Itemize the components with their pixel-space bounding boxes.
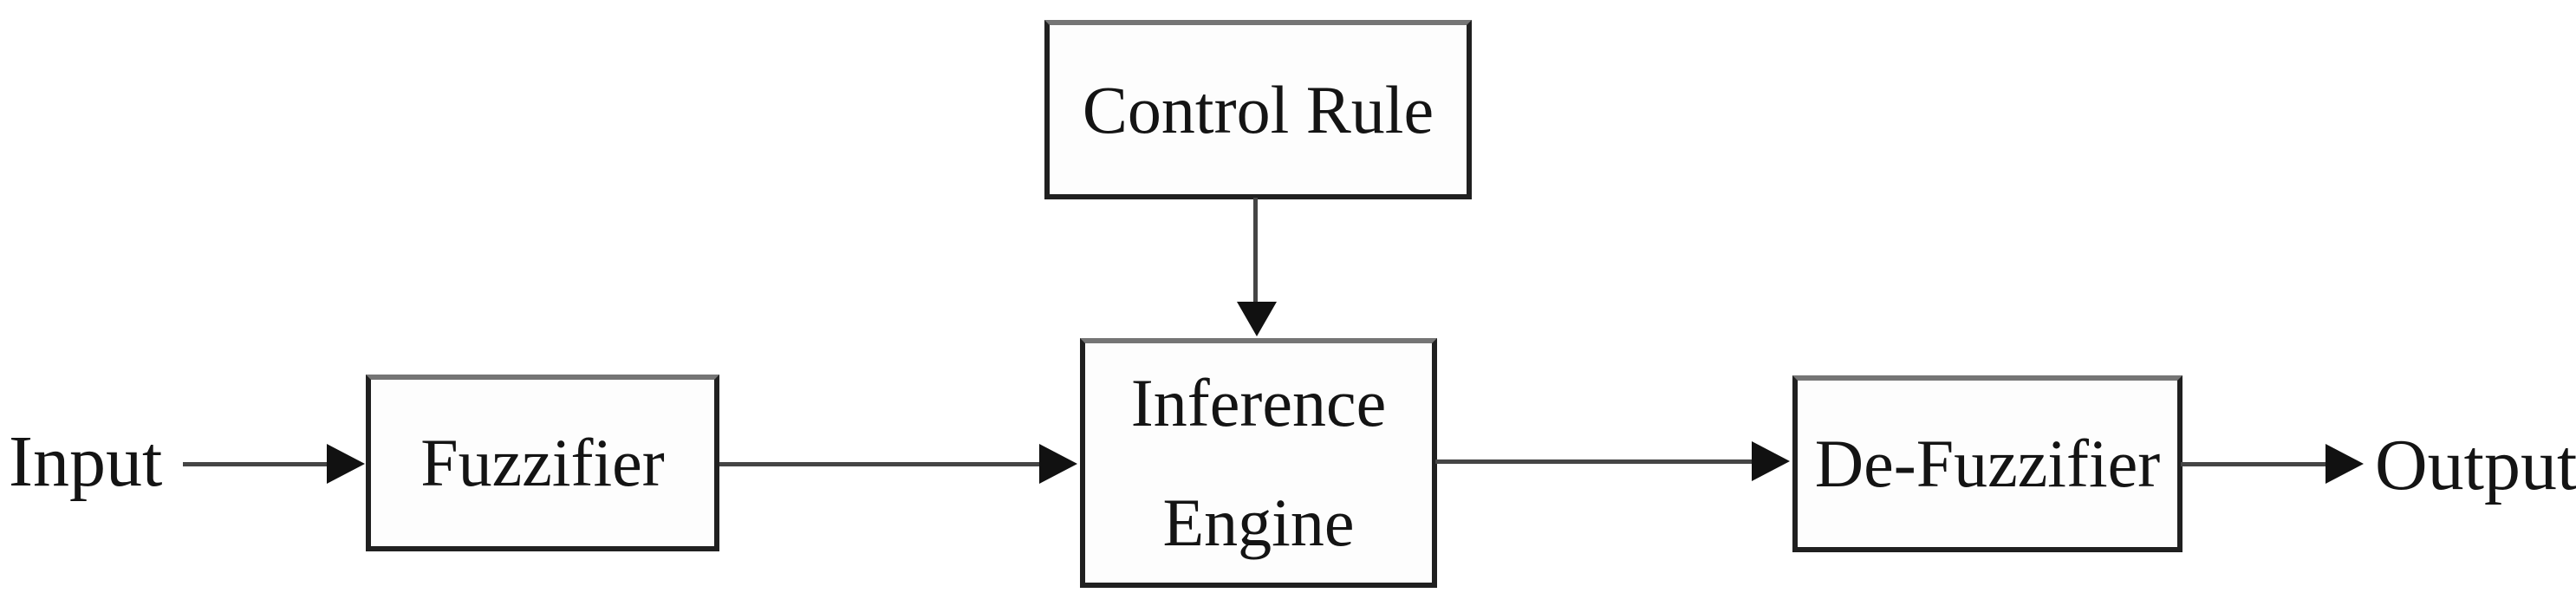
arrowhead-right-icon <box>1039 444 1077 484</box>
inference-engine-label-line1: Inference <box>1130 365 1387 440</box>
arrowhead-down-icon <box>1237 302 1277 336</box>
control-rule-box: Control Rule <box>1044 20 1472 199</box>
output-label: Output <box>2375 425 2576 505</box>
control-rule-label: Control Rule <box>1082 71 1434 147</box>
arrowhead-right-icon <box>2326 444 2364 484</box>
fuzzifier-label: Fuzzifier <box>420 425 665 500</box>
fuzzifier-box: Fuzzifier <box>366 375 719 551</box>
arrow-defuzzifier-to-output <box>2181 462 2328 466</box>
input-label: Input <box>9 421 163 502</box>
defuzzifier-label: De-Fuzzifier <box>1814 426 2161 501</box>
arrow-control-rule-to-inference <box>1253 198 1258 303</box>
arrow-fuzzifier-to-inference <box>719 462 1044 466</box>
arrowhead-right-icon <box>327 444 365 484</box>
inference-engine-box: Inference Engine <box>1080 338 1437 588</box>
arrow-input-to-fuzzifier <box>183 462 330 466</box>
arrowhead-right-icon <box>1752 441 1790 481</box>
inference-engine-label-line2: Engine <box>1162 485 1355 560</box>
defuzzifier-box: De-Fuzzifier <box>1792 375 2182 552</box>
arrow-inference-to-defuzzifier <box>1435 459 1754 464</box>
